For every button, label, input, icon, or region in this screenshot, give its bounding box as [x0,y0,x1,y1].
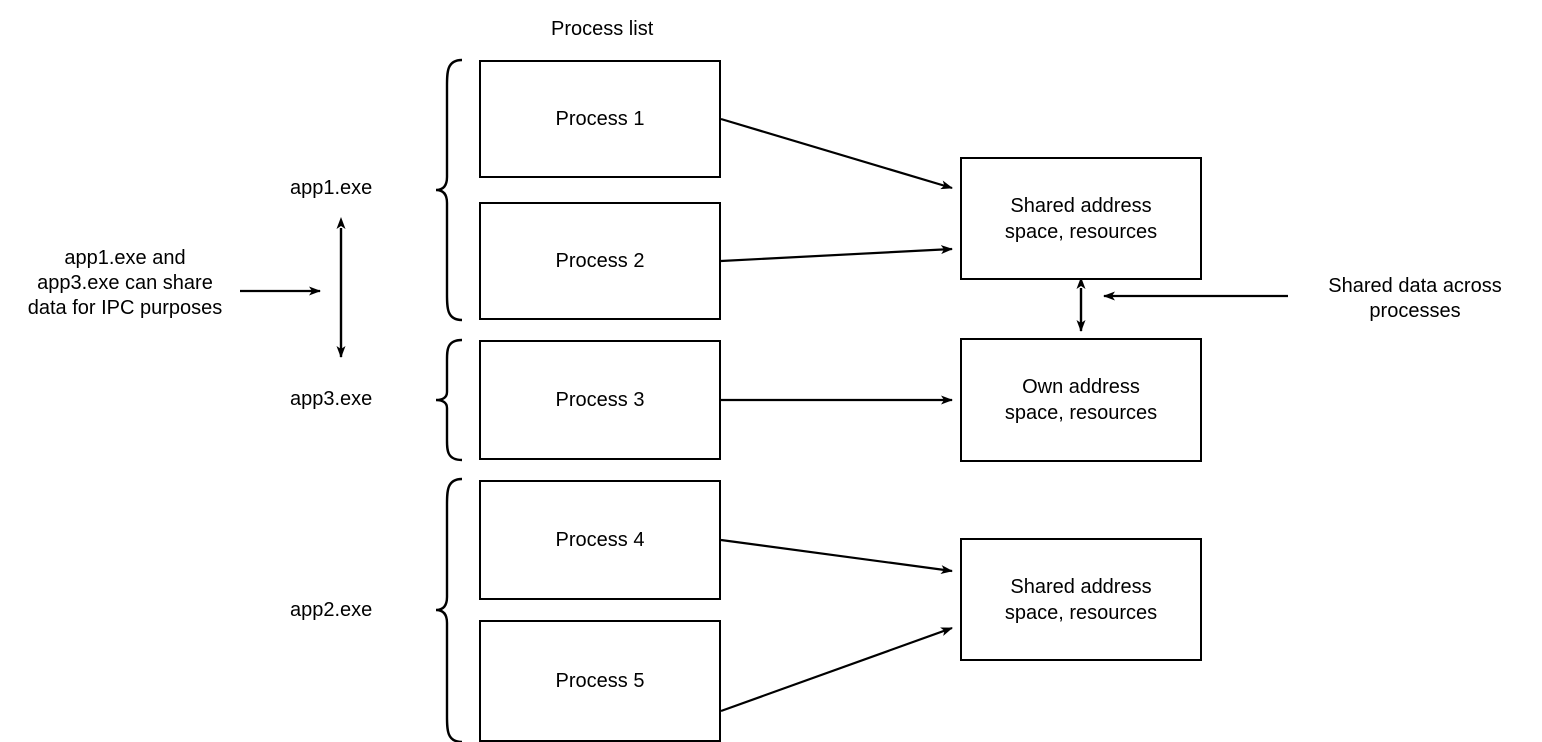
process-box-5[interactable] [479,620,721,742]
connector-process4-to-shared-space [720,538,953,574]
process-box-label-3: Process 3 [555,389,645,411]
connector-process1-to-shared-space [720,117,953,190]
process-box-2[interactable] [479,202,721,320]
address-space-label-2: Own address space, resources [1004,376,1158,424]
brace-app3 [435,338,463,462]
process-box-label-4: Process 4 [555,529,645,551]
process-box-4[interactable] [479,480,721,600]
address-space-box-3[interactable] [960,538,1202,661]
address-space-label-3: Shared address space, resources [1004,575,1158,624]
process-box-3[interactable] [479,340,721,460]
app-label-app3: app3.exe [290,388,373,410]
brace-app1 [435,58,463,322]
address-space-box-1[interactable] [960,157,1202,280]
page-title: Process list [551,18,654,40]
connector-process2-to-shared-space [720,245,953,263]
brace-app2 [435,477,463,742]
app-label-app2: app2.exe [290,599,373,621]
address-space-box-2[interactable] [960,338,1202,462]
app-label-app1: app1.exe [290,177,373,199]
process-box-1[interactable] [479,60,721,178]
process-box-label-1: Process 1 [555,108,645,130]
connector-process5-to-shared-space [720,626,953,713]
annotation-shared-data-note: Shared data across processes [1328,275,1502,322]
process-box-label-2: Process 2 [555,250,645,272]
annotation-ipc-note: app1.exe and app3.exe can share data for… [27,247,223,319]
address-space-label-1: Shared address space, resources [1004,194,1158,243]
process-box-label-5: Process 5 [555,670,645,692]
